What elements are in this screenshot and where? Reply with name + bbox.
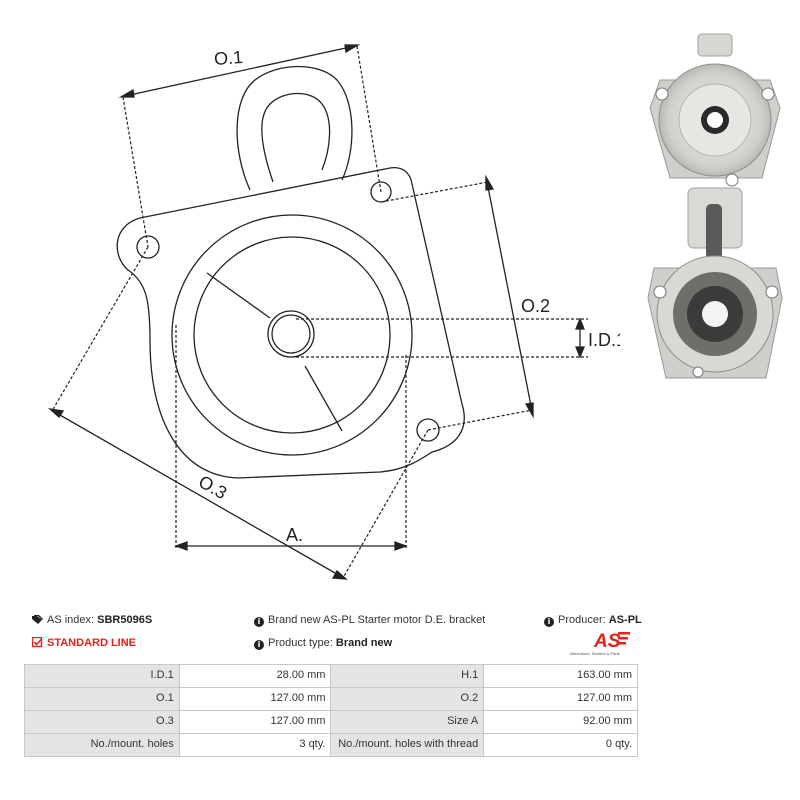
- as-pl-logo: AS Alternators, Starters & Parts: [570, 631, 630, 656]
- spec-label: No./mount. holes with thread: [330, 733, 485, 757]
- o3-dim-line: [52, 410, 343, 578]
- description-text: Brand new AS-PL Starter motor D.E. brack…: [268, 614, 486, 626]
- as-index-value: SBR5096S: [97, 614, 153, 626]
- producer-label: Producer:: [558, 614, 606, 626]
- product-type: i Product type: Brand new: [254, 637, 392, 650]
- technical-drawing: O.1 O.2 I.D.1 O.3 A.: [47, 44, 620, 580]
- spec-value: 92.00 mm: [483, 710, 638, 734]
- o3-ext-left: [51, 246, 149, 412]
- bracket-outline: [116, 166, 465, 479]
- o2-ext-top: [380, 181, 489, 203]
- spec-value: 127.00 mm: [483, 687, 638, 711]
- bracket-front-photo: [649, 33, 781, 187]
- o1-ext-right: [356, 45, 382, 193]
- table-row: O.3 127.00 mm Size A 92.00 mm: [24, 710, 638, 734]
- description: i Brand new AS-PL Starter motor D.E. brac…: [254, 614, 485, 627]
- o3-ext-right: [342, 429, 429, 579]
- o2-ext-bottom: [427, 409, 533, 431]
- spec-table: I.D.1 28.00 mm H.1 163.00 mm O.1 127.00 …: [24, 664, 638, 757]
- info-icon: i: [254, 640, 264, 650]
- bracket-back-photo: [647, 187, 783, 379]
- bore-inner: [271, 314, 311, 354]
- o1-ext-left: [122, 96, 149, 248]
- product-type-value: Brand new: [335, 637, 393, 649]
- spec-value: 127.00 mm: [178, 687, 332, 711]
- id1-arrow-top: [575, 317, 585, 330]
- svg-text:Alternators, Starters & Parts: Alternators, Starters & Parts: [570, 651, 620, 656]
- spec-label: O.3: [24, 710, 180, 734]
- spec-value: 3 qty.: [178, 733, 332, 757]
- o1-arrow-right: [344, 44, 361, 54]
- info-icon: i: [254, 617, 264, 627]
- top-lug-inner: [261, 92, 331, 183]
- table-row: No./mount. holes 3 qty. No./mount. holes…: [24, 733, 638, 757]
- mount-hole-bottom: [416, 418, 440, 442]
- as-index-label: AS index:: [47, 614, 95, 626]
- spec-label: H.1: [330, 664, 485, 688]
- spec-label: O.2: [330, 687, 485, 711]
- tag-icon: [32, 615, 43, 628]
- producer-value: AS-PL: [608, 614, 642, 626]
- spec-label: O.1: [24, 687, 180, 711]
- o1-dim-line: [124, 45, 356, 97]
- o2-label: O.2: [521, 296, 550, 316]
- mount-hole-left: [136, 235, 160, 259]
- spec-value: 127.00 mm: [178, 710, 332, 734]
- o1-arrow-left: [118, 88, 135, 98]
- spec-value: 163.00 mm: [483, 664, 638, 688]
- id1-arrow-bottom: [575, 346, 585, 359]
- top-lug-outline: [236, 65, 353, 191]
- check-square-icon: [31, 636, 43, 651]
- spec-value: 0 qty.: [483, 733, 638, 757]
- spec-label: I.D.1: [24, 664, 180, 688]
- table-row: O.1 127.00 mm O.2 127.00 mm: [24, 687, 638, 711]
- producer: i Producer: AS-PL: [544, 614, 642, 627]
- table-row: I.D.1 28.00 mm H.1 163.00 mm: [24, 664, 638, 688]
- inner-circle: [193, 236, 391, 434]
- o3-arrow-right: [331, 569, 348, 580]
- a-arrow-right: [394, 541, 408, 551]
- spec-label: Size A: [330, 710, 485, 734]
- a-arrow-left: [174, 541, 188, 551]
- spec-label: No./mount. holes: [24, 733, 180, 757]
- standard-line-badge: STANDARD LINE: [31, 636, 137, 651]
- bore-circle: [267, 310, 315, 358]
- o2-arrow-top: [485, 174, 495, 191]
- o2-dim-line: [486, 181, 533, 412]
- o1-label: O.1: [213, 47, 243, 69]
- o3-arrow-left: [47, 408, 65, 418]
- svg-text:AS: AS: [593, 631, 621, 652]
- id1-label: I.D.1: [588, 330, 620, 350]
- sector-cutout: [206, 272, 343, 432]
- o2-arrow-bottom: [524, 402, 534, 419]
- info-icon: i: [544, 617, 554, 627]
- standard-line-label: STANDARD LINE: [47, 637, 137, 649]
- as-index: AS index: SBR5096S: [32, 614, 152, 628]
- outer-circle: [171, 214, 413, 456]
- product-type-label: Product type:: [268, 637, 333, 649]
- a-label: A.: [286, 525, 303, 545]
- spec-value: 28.00 mm: [178, 664, 332, 688]
